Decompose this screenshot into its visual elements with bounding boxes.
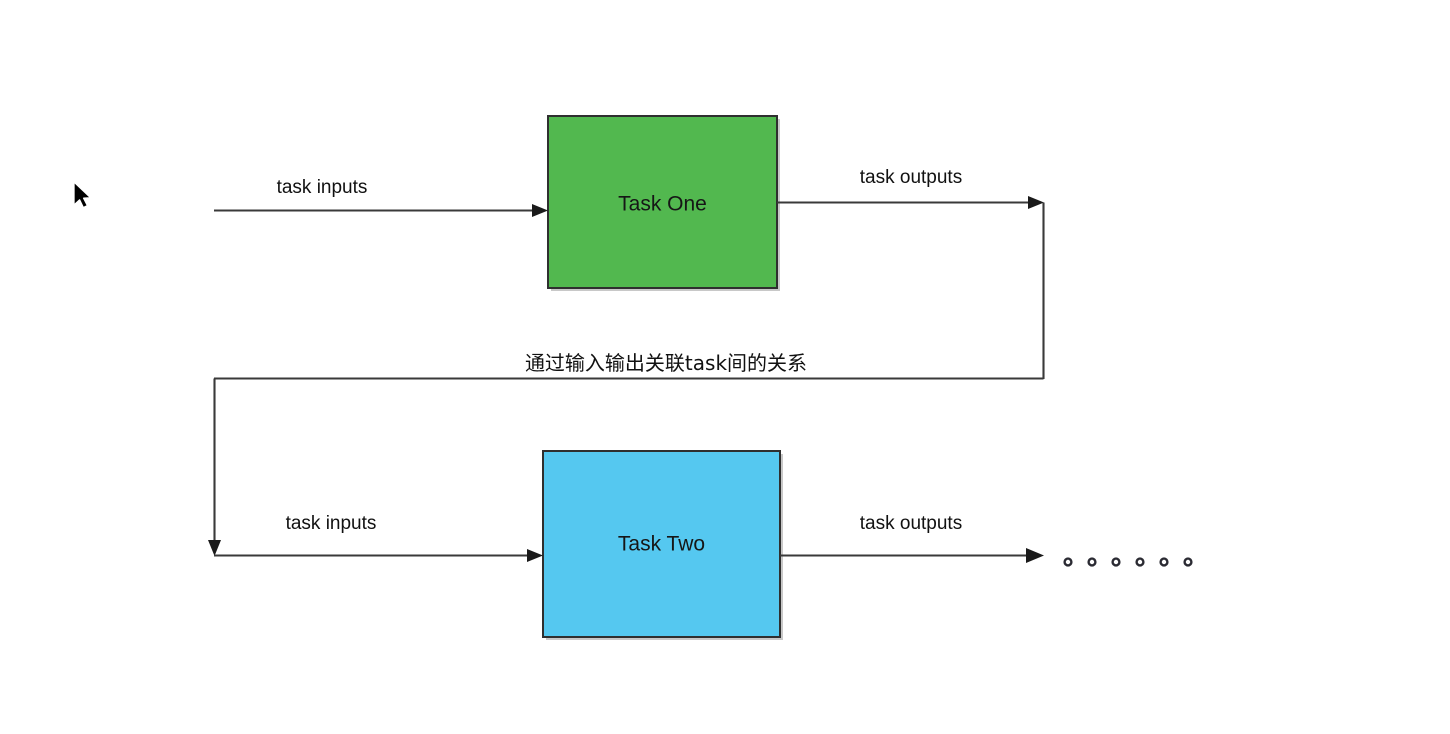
continuation-dots: [1063, 557, 1193, 567]
edge-feedback-link: 通过输入输出关联task间的关系: [208, 351, 1044, 556]
task-two-output-label: task outputs: [860, 513, 962, 534]
mouse-pointer-icon: [73, 181, 92, 209]
task-two-label: Task Two: [618, 533, 705, 556]
task-two-input-label: task inputs: [286, 513, 377, 534]
continuation-dot: [1087, 557, 1097, 567]
edge-task-two-inputs: task inputs: [214, 513, 543, 562]
node-task-two[interactable]: Task Two: [542, 450, 783, 640]
continuation-dot: [1135, 557, 1145, 567]
edge-task-one-outputs: task outputs: [777, 167, 1045, 379]
continuation-dot: [1063, 557, 1073, 567]
task-one-label: Task One: [618, 193, 707, 216]
continuation-dot: [1159, 557, 1169, 567]
task-one-input-label: task inputs: [277, 177, 368, 198]
edge-task-two-outputs: task outputs: [780, 513, 1044, 563]
task-two-output-arrowhead: [1026, 548, 1044, 563]
node-task-one[interactable]: Task One: [547, 115, 780, 291]
task-one-box[interactable]: [547, 115, 778, 289]
continuation-dot: [1183, 557, 1193, 567]
task-one-output-arrowhead: [1028, 196, 1044, 209]
continuation-dot: [1111, 557, 1121, 567]
feedback-arrowhead: [208, 540, 221, 556]
task-two-input-arrowhead: [527, 549, 543, 562]
task-one-input-arrowhead: [532, 204, 548, 217]
cursor-arrow-shape: [73, 181, 92, 209]
task-two-box[interactable]: [542, 450, 781, 638]
edge-task-one-inputs: task inputs: [214, 177, 548, 217]
feedback-link-label: 通过输入输出关联task间的关系: [525, 351, 807, 375]
task-one-output-label: task outputs: [860, 167, 962, 188]
